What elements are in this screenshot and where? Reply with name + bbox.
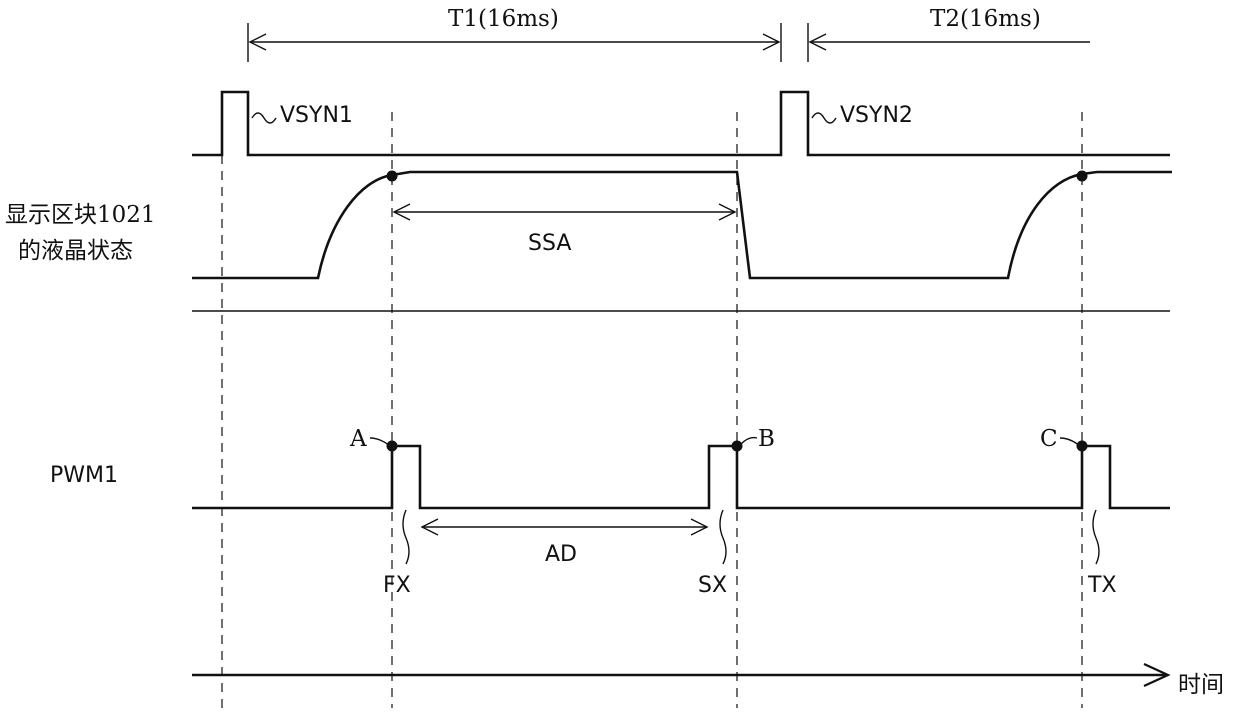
t2-label: T2(16ms) <box>930 6 1041 32</box>
lc-state-waveform <box>192 172 1172 278</box>
point-b-dot <box>732 441 743 452</box>
point-c-label: C <box>1040 426 1058 452</box>
vsyn1-label: VSYN1 <box>280 103 353 128</box>
ad-label: AD <box>545 542 577 567</box>
lc-state-label-line1: 显示区块1021 <box>5 202 156 228</box>
fx-leader <box>403 510 409 564</box>
t2-interval: T2(16ms) <box>808 6 1090 62</box>
point-b-leader <box>741 438 757 444</box>
ssa-interval: SSA <box>394 204 735 256</box>
ssa-label: SSA <box>528 231 571 256</box>
pwm1-waveform <box>192 446 1170 508</box>
point-a-dot <box>387 441 398 452</box>
fx-label: FX <box>383 573 411 598</box>
t1-interval: T1(16ms) <box>248 6 781 62</box>
vsyn2-leader <box>812 113 836 123</box>
lc-state-label-line2: 的液晶状态 <box>18 238 133 264</box>
lc-point-tx-dot <box>1077 171 1088 182</box>
t1-label: T1(16ms) <box>448 6 559 32</box>
vsyn1-leader <box>252 113 276 123</box>
tx-leader <box>1093 510 1099 564</box>
point-c-dot <box>1077 441 1088 452</box>
sx-label: SX <box>698 573 727 598</box>
time-axis-label: 时间 <box>1178 672 1224 698</box>
tx-label: TX <box>1087 573 1117 598</box>
pwm1-label: PWM1 <box>50 463 118 488</box>
sx-leader <box>720 510 726 564</box>
point-b-label: B <box>758 426 775 452</box>
point-a-label: A <box>349 426 367 452</box>
vsyn2-label: VSYN2 <box>840 103 913 128</box>
lc-point-fx-dot <box>387 171 398 182</box>
ad-interval: AD <box>422 519 707 567</box>
